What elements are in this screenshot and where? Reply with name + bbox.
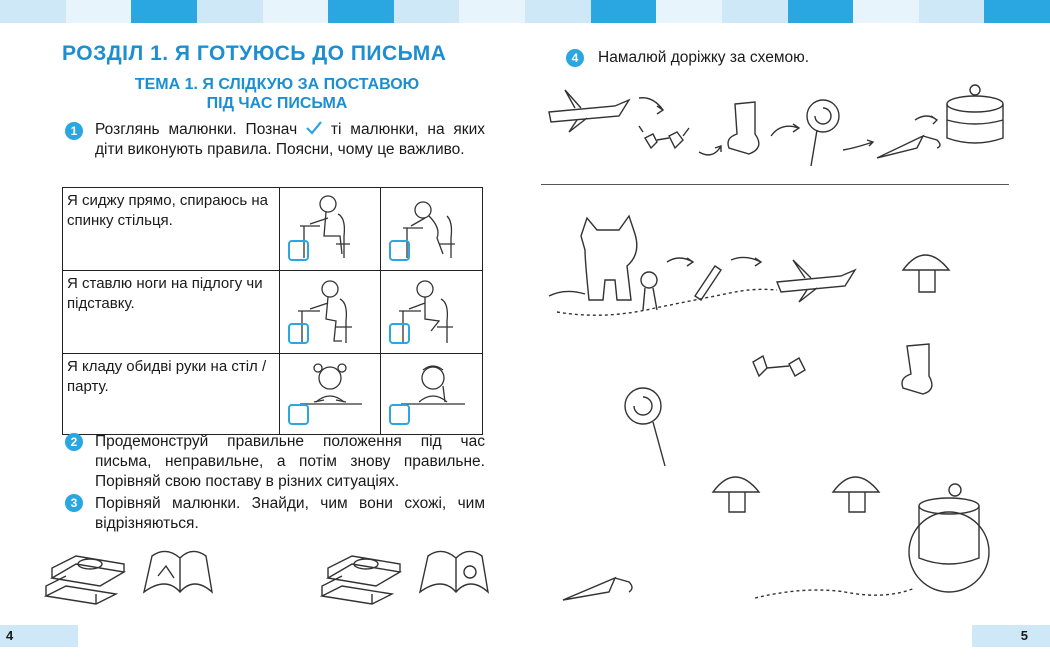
checkbox[interactable]	[389, 404, 411, 425]
table-row: Я ставлю ноги на підлогу чи підставку.	[62, 270, 483, 354]
lollipop-icon	[806, 99, 840, 167]
path-scheme-sequence	[548, 84, 1004, 167]
checkmark-icon	[306, 121, 322, 135]
table-rule-cell: Я ставлю ноги на підлогу чи підставку.	[62, 270, 280, 354]
books-illustration-2	[319, 550, 490, 605]
checkbox[interactable]	[389, 240, 411, 261]
cat-icon	[548, 214, 638, 301]
arrow-icon	[842, 139, 875, 151]
pencil-icon	[694, 265, 722, 301]
table-rule-cell: Я кладу обидві руки на стіл / парту.	[62, 353, 280, 435]
arrow-icon	[914, 115, 939, 125]
table-row: Я сиджу прямо, спираюсь на спинку стільц…	[62, 187, 483, 271]
sock-icon	[901, 343, 933, 395]
divider-line	[541, 184, 1009, 185]
checkbox[interactable]	[389, 323, 411, 344]
umbrella-icon	[876, 134, 941, 159]
child-slouching-image	[380, 187, 483, 271]
path-drawing-field	[548, 214, 990, 601]
cake-icon	[908, 483, 990, 593]
airplane-icon	[776, 259, 857, 303]
task2-text: Продемонструй правильне положення під ча…	[95, 433, 485, 490]
mushroom-icon	[831, 476, 881, 513]
task1-number-badge: 1	[65, 122, 83, 140]
girl-hands-on-desk-image	[278, 353, 382, 435]
page-number-left: 4	[0, 625, 78, 647]
task3-number-badge: 3	[65, 494, 83, 512]
task1-text: Розглянь малюнки. Познач ті малюнки, на …	[95, 120, 485, 160]
boy-hand-on-cheek-image	[380, 353, 483, 435]
mouse-icon	[640, 271, 658, 311]
page-number-right: 5	[972, 625, 1050, 647]
arrow-icon	[638, 97, 665, 115]
sock-icon	[727, 101, 760, 155]
table-rule-cell: Я сиджу прямо, спираюсь на спинку стільц…	[62, 187, 280, 271]
task4-number-badge: 4	[566, 49, 584, 67]
task3-text: Порівняй малюнки. Знайди, чим вони схожі…	[95, 495, 485, 532]
checkbox[interactable]	[287, 404, 309, 425]
table-row: Я кладу обидві руки на стіл / парту.	[62, 353, 483, 435]
dotted-path	[556, 288, 778, 316]
topic-title-line2: ПІД ЧАС ПИСЬМА	[206, 95, 348, 112]
topic-title: ТЕМА 1. Я СЛІДКУЮ ЗА ПОСТАВОЮ ПІД ЧАС ПИ…	[62, 75, 492, 113]
rules-table: Я сиджу прямо, спираюсь на спинку стільц…	[62, 187, 483, 435]
lollipop-icon	[624, 387, 666, 467]
section-title: РОЗДІЛ 1. Я ГОТУЮСЬ ДО ПИСЬМА	[62, 42, 447, 65]
child-feet-tucked-image	[380, 270, 483, 354]
dotted-path	[754, 587, 916, 599]
star-glasses-icon	[752, 354, 806, 378]
child-sitting-upright-image	[278, 187, 382, 271]
arrow-icon	[666, 257, 695, 267]
umbrella-icon	[562, 576, 633, 601]
task1-text-before: Розглянь малюнки. Познач	[95, 121, 298, 138]
star-glasses-icon	[638, 125, 690, 150]
checkbox[interactable]	[287, 240, 309, 261]
arrow-icon	[698, 145, 722, 156]
task4-text: Намалюй доріжку за схемою.	[598, 49, 810, 66]
books-illustration-1	[43, 550, 214, 605]
arrow-icon	[770, 123, 801, 137]
task2-number-badge: 2	[65, 433, 83, 451]
topic-title-line1: ТЕМА 1. Я СЛІДКУЮ ЗА ПОСТАВОЮ	[134, 76, 420, 93]
checkbox[interactable]	[287, 323, 309, 344]
airplane-icon	[548, 89, 631, 133]
task1-text-after: ті малюнки, на яких діти виконують прави…	[95, 121, 486, 158]
arrow-icon	[730, 256, 763, 267]
cake-icon	[946, 84, 1004, 144]
top-color-bar	[0, 0, 1050, 23]
mushroom-icon	[711, 476, 761, 513]
mushroom-icon	[901, 254, 951, 293]
child-feet-on-floor-image	[278, 270, 382, 354]
